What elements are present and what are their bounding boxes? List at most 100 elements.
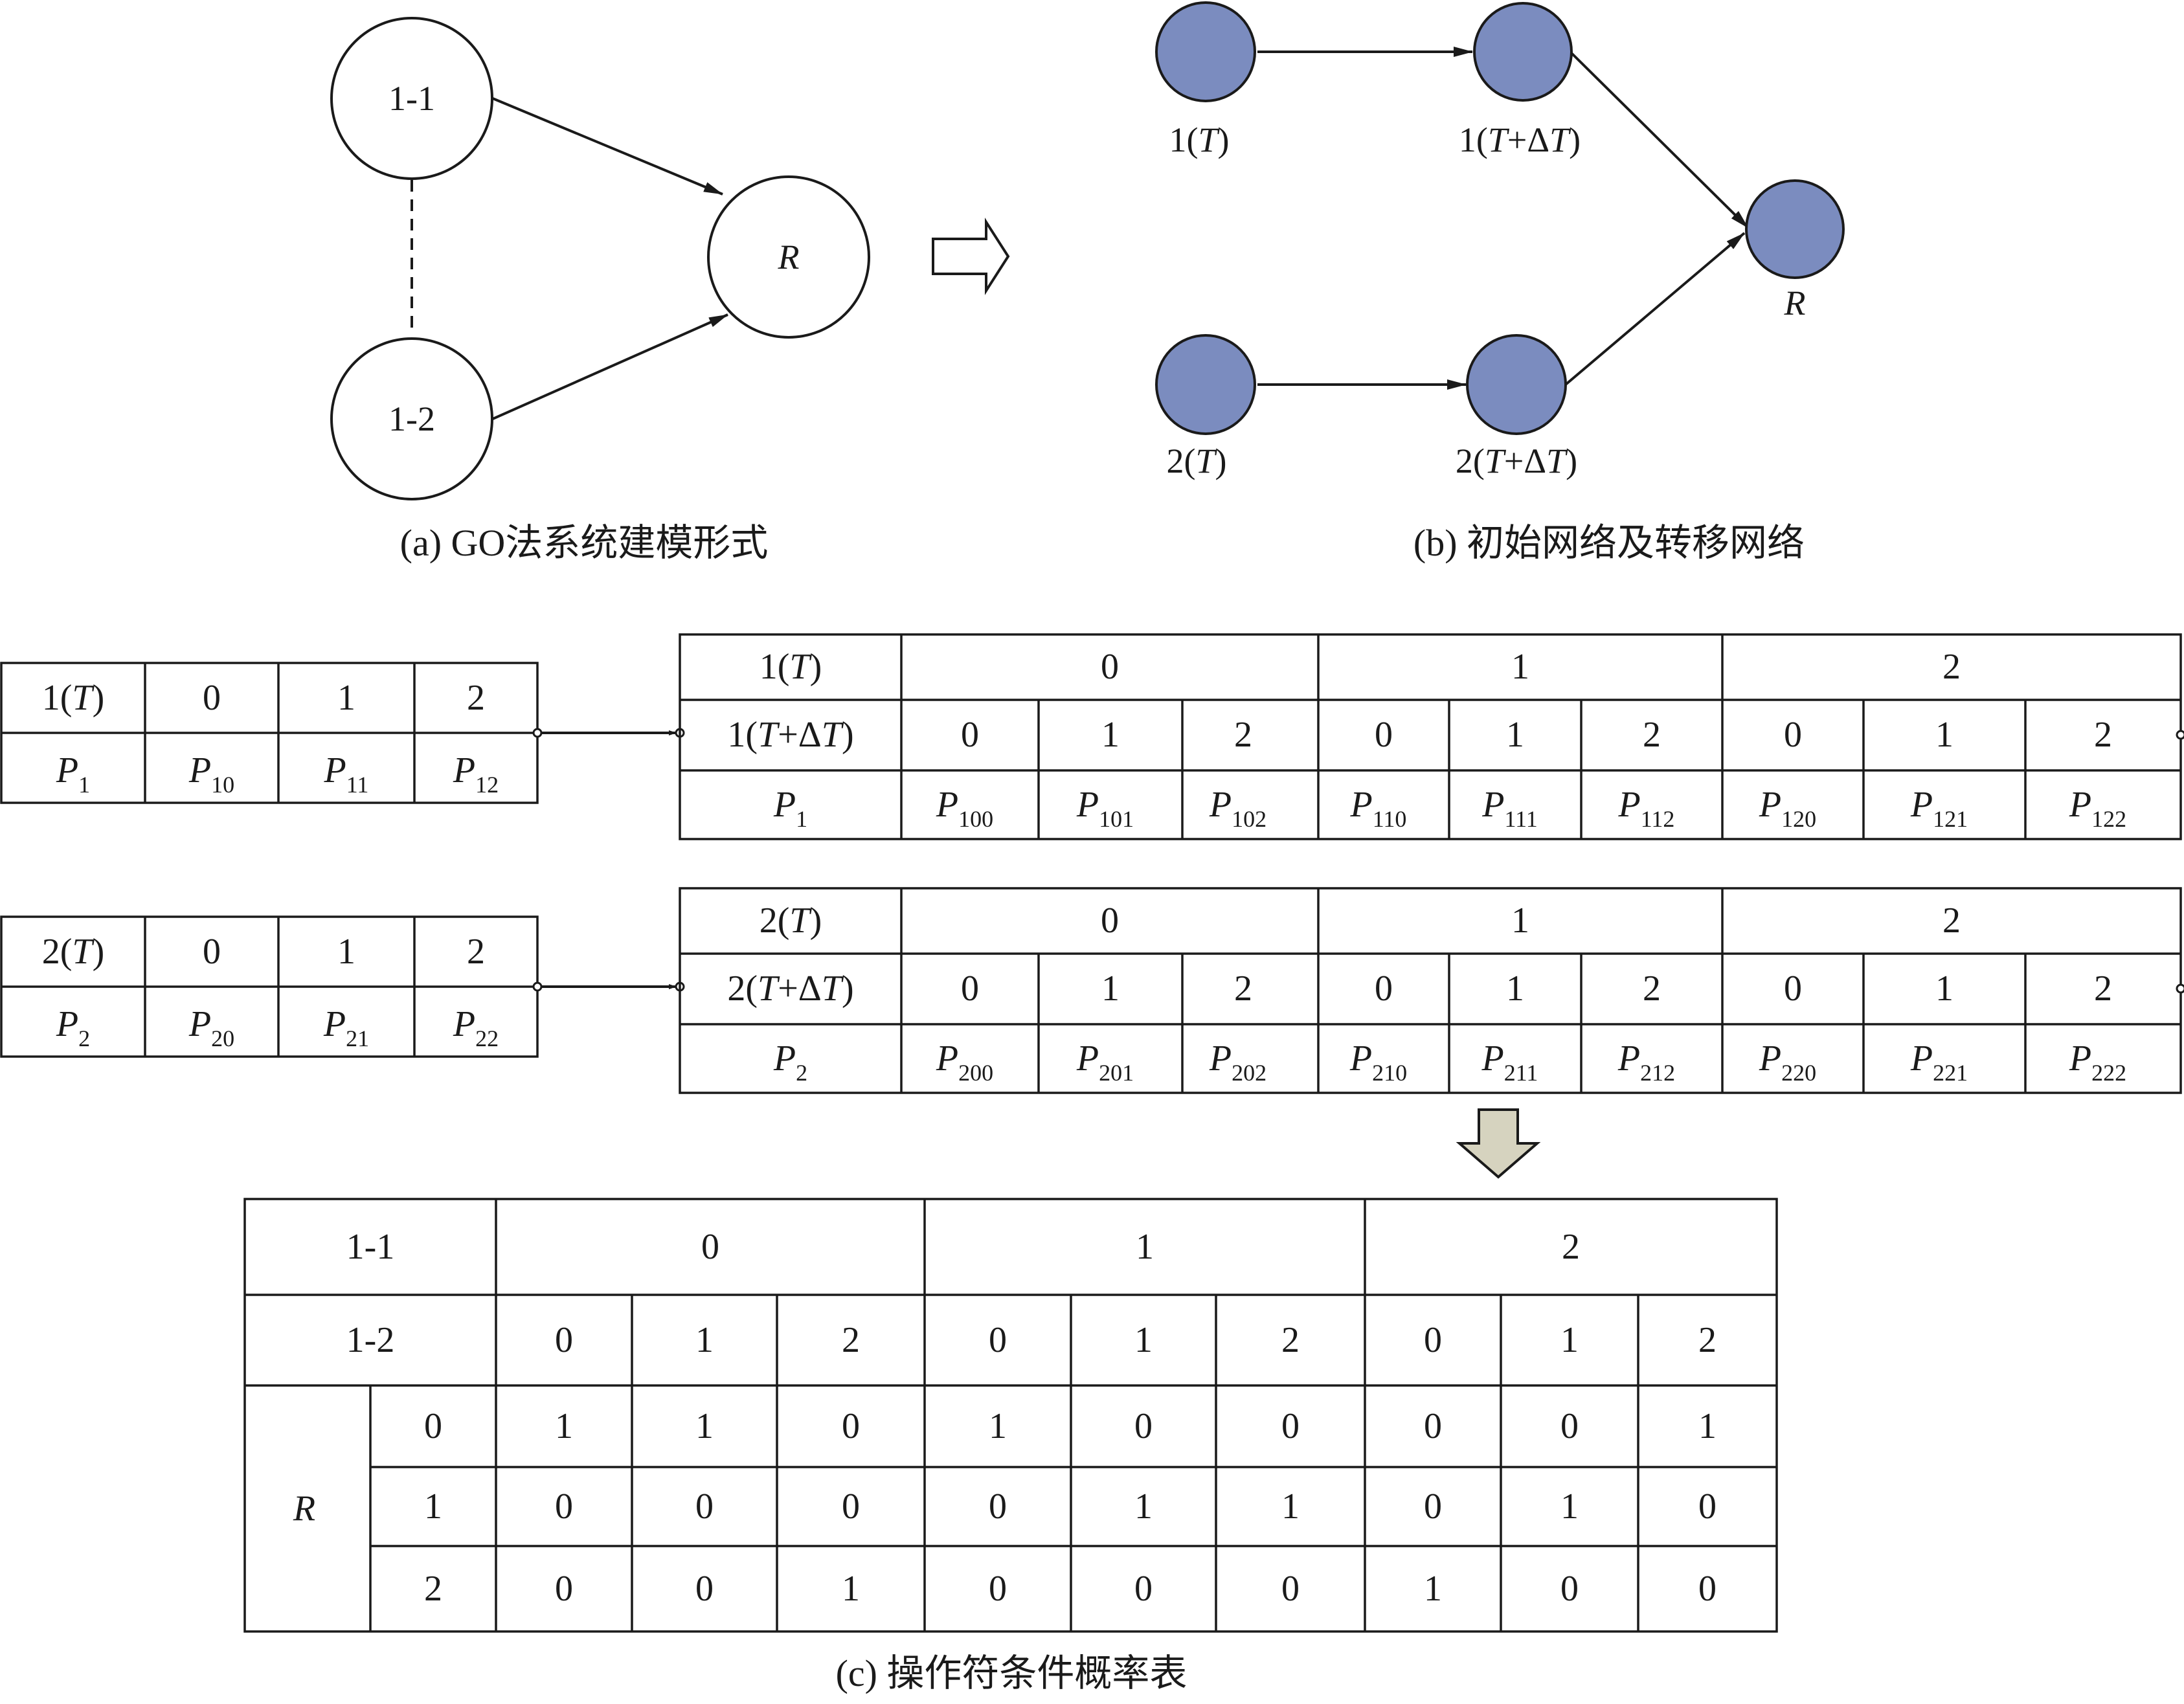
big-table-2-state-cell: 1	[1506, 969, 1524, 1009]
big-table-1-prob-cell: P101	[1076, 785, 1134, 832]
big-table-2-prob-cell: P222	[2069, 1038, 2126, 1086]
big-table-2-state-cell: 2	[1643, 969, 1661, 1009]
big-table-2-group-0: 0	[1101, 901, 1119, 941]
big-table-2-prob-cell: P200	[936, 1038, 993, 1086]
node-1-1-label: 1-1	[388, 79, 435, 118]
big-table-1-prob-cell: P110	[1350, 785, 1407, 832]
operator-table-value-cell: 1	[1134, 1486, 1153, 1527]
edge-2dt-to-r	[1564, 232, 1746, 386]
small-table-2: 2(T) 0 1 2 P2 P20 P21 P22	[0, 915, 539, 1058]
operator-table-value-cell: 0	[1698, 1486, 1717, 1527]
node-1-1	[330, 17, 493, 180]
big-table-1-row2-head: 1(T+ΔT)	[727, 715, 853, 755]
big-table-1-prob-head: P1	[773, 785, 807, 832]
big-table-2-prob-cell: P212	[1617, 1038, 1675, 1086]
small-table-1-state-0: 0	[203, 678, 221, 718]
big-table-1-state-cell: 1	[1935, 715, 1953, 755]
big-table-2-prob-cell: P221	[1910, 1038, 1968, 1086]
big-table-1-prob-cell: P102	[1209, 785, 1266, 832]
node-r2-label: R	[1784, 284, 1806, 322]
operator-table-value-cell: 0	[695, 1569, 714, 1609]
big-table-2-row2-head: 2(T+ΔT)	[727, 969, 853, 1009]
operator-table-state-cell: 0	[989, 1320, 1007, 1360]
operator-table-r-label: R	[293, 1488, 315, 1529]
down-arrow-icon	[1456, 1108, 1541, 1179]
big-table-2-state-cell: 0	[1784, 969, 1802, 1009]
small-table-2-state-2: 2	[467, 932, 485, 972]
small-table-2-head: 2(T)	[42, 932, 104, 972]
operator-table-state-cell: 2	[1698, 1320, 1717, 1360]
node-1-2-label: 1-2	[388, 399, 435, 438]
edge-1-1-to-r	[492, 97, 723, 196]
node-1t-label: 1(T)	[1169, 120, 1229, 159]
small-table-1: 1(T) 0 1 2 P1 P10 P11 P12	[0, 662, 539, 804]
operator-table-value-cell: 0	[1424, 1486, 1442, 1527]
operator-table-group-0: 0	[701, 1227, 719, 1267]
big-table-1-prob-cell: P112	[1618, 785, 1675, 832]
operator-table-value-cell: 0	[1560, 1569, 1579, 1609]
operator-table-value-cell: 1	[555, 1406, 573, 1446]
operator-table-value-cell: 0	[989, 1569, 1007, 1609]
node-1t	[1155, 1, 1256, 102]
big-table-2-prob-cell: P220	[1759, 1038, 1816, 1086]
big-table-1-prob-cell: P121	[1910, 785, 1968, 832]
big-table-2-state-cell: 1	[1101, 969, 1120, 1009]
small-table-2-state-1: 1	[337, 932, 355, 972]
big-table-1-group-2: 2	[1942, 647, 1961, 687]
small-table-1-prob-head: P1	[56, 750, 90, 798]
operator-table-state-cell: 1	[695, 1320, 714, 1360]
small-table-1-state-1: 1	[337, 678, 355, 718]
big-table-2-row1-head: 2(T)	[760, 901, 822, 941]
big-table-1-state-cell: 0	[1784, 715, 1802, 755]
big-table-1-state-cell: 0	[961, 715, 979, 755]
operator-table-row2-head: 1-2	[346, 1320, 395, 1360]
edge-1-2-to-r	[492, 313, 728, 420]
connector-dot-2a	[532, 981, 543, 992]
big-table-1-prob-cell: P100	[936, 785, 993, 832]
node-2dt	[1466, 334, 1567, 435]
operator-table-value-cell: 1	[1698, 1406, 1717, 1446]
small-table-2-prob-2: P22	[453, 1004, 499, 1051]
big-table-2-state-cell: 0	[1375, 969, 1393, 1009]
node-r2	[1745, 179, 1845, 279]
operator-table-r-state-1: 1	[424, 1486, 442, 1527]
diagram-b: 1(T) 1(T+ΔT) 2(T) 2(T+ΔT) R (b) 初始网络及转移网…	[1155, 1, 1845, 564]
operator-table-value-cell: 0	[989, 1486, 1007, 1527]
operator-table-state-cell: 0	[555, 1320, 573, 1360]
big-table-1-state-cell: 2	[1234, 715, 1252, 755]
big-table-2-prob-cell: P210	[1349, 1038, 1407, 1086]
node-r	[707, 175, 870, 339]
operator-table-row1-head: 1-1	[346, 1227, 395, 1267]
big-table-2: 2(T) 2(T+ΔT) P2	[679, 887, 2182, 1094]
caption-c: (c) 操作符条件概率表	[836, 1652, 1188, 1694]
small-table-2-prob-head: P2	[56, 1004, 90, 1051]
big-table-1-prob-cell: P122	[2069, 785, 2126, 832]
big-table-1-state-cell: 2	[2094, 715, 2112, 755]
big-table-1-state-cell: 0	[1375, 715, 1393, 755]
operator-table-value-cell: 0	[555, 1569, 573, 1609]
operator-table-value-cell: 1	[1424, 1569, 1442, 1609]
big-table-2-port	[2176, 983, 2184, 994]
operator-table-value-cell: 0	[1281, 1569, 1300, 1609]
operator-table-value-cell: 0	[1698, 1569, 1717, 1609]
operator-table-value-cell: 0	[695, 1486, 714, 1527]
connector-dot-1a	[532, 728, 543, 738]
big-table-1-prob-cell: P111	[1481, 785, 1538, 832]
operator-table-value-cell: 1	[1281, 1486, 1300, 1527]
big-table-2-state-cell: 2	[1234, 969, 1252, 1009]
operator-table-r-state-2: 2	[424, 1569, 442, 1609]
operator-table-state-cell: 1	[1134, 1320, 1153, 1360]
node-r-label: R	[778, 238, 800, 276]
small-table-2-prob-1: P21	[323, 1004, 369, 1051]
operator-table-state-cell: 2	[842, 1320, 860, 1360]
operator-table-value-cell: 0	[1134, 1406, 1153, 1446]
operator-table-value-cell: 0	[842, 1406, 860, 1446]
operator-table: 1-1 1-2 R	[243, 1198, 1778, 1633]
big-table-1-prob-cell: P120	[1759, 785, 1816, 832]
node-1-2	[330, 337, 493, 500]
small-table-1-prob-0: P10	[188, 750, 234, 798]
big-table-2-state-cell: 0	[961, 969, 979, 1009]
big-table-1-port	[2176, 730, 2184, 740]
